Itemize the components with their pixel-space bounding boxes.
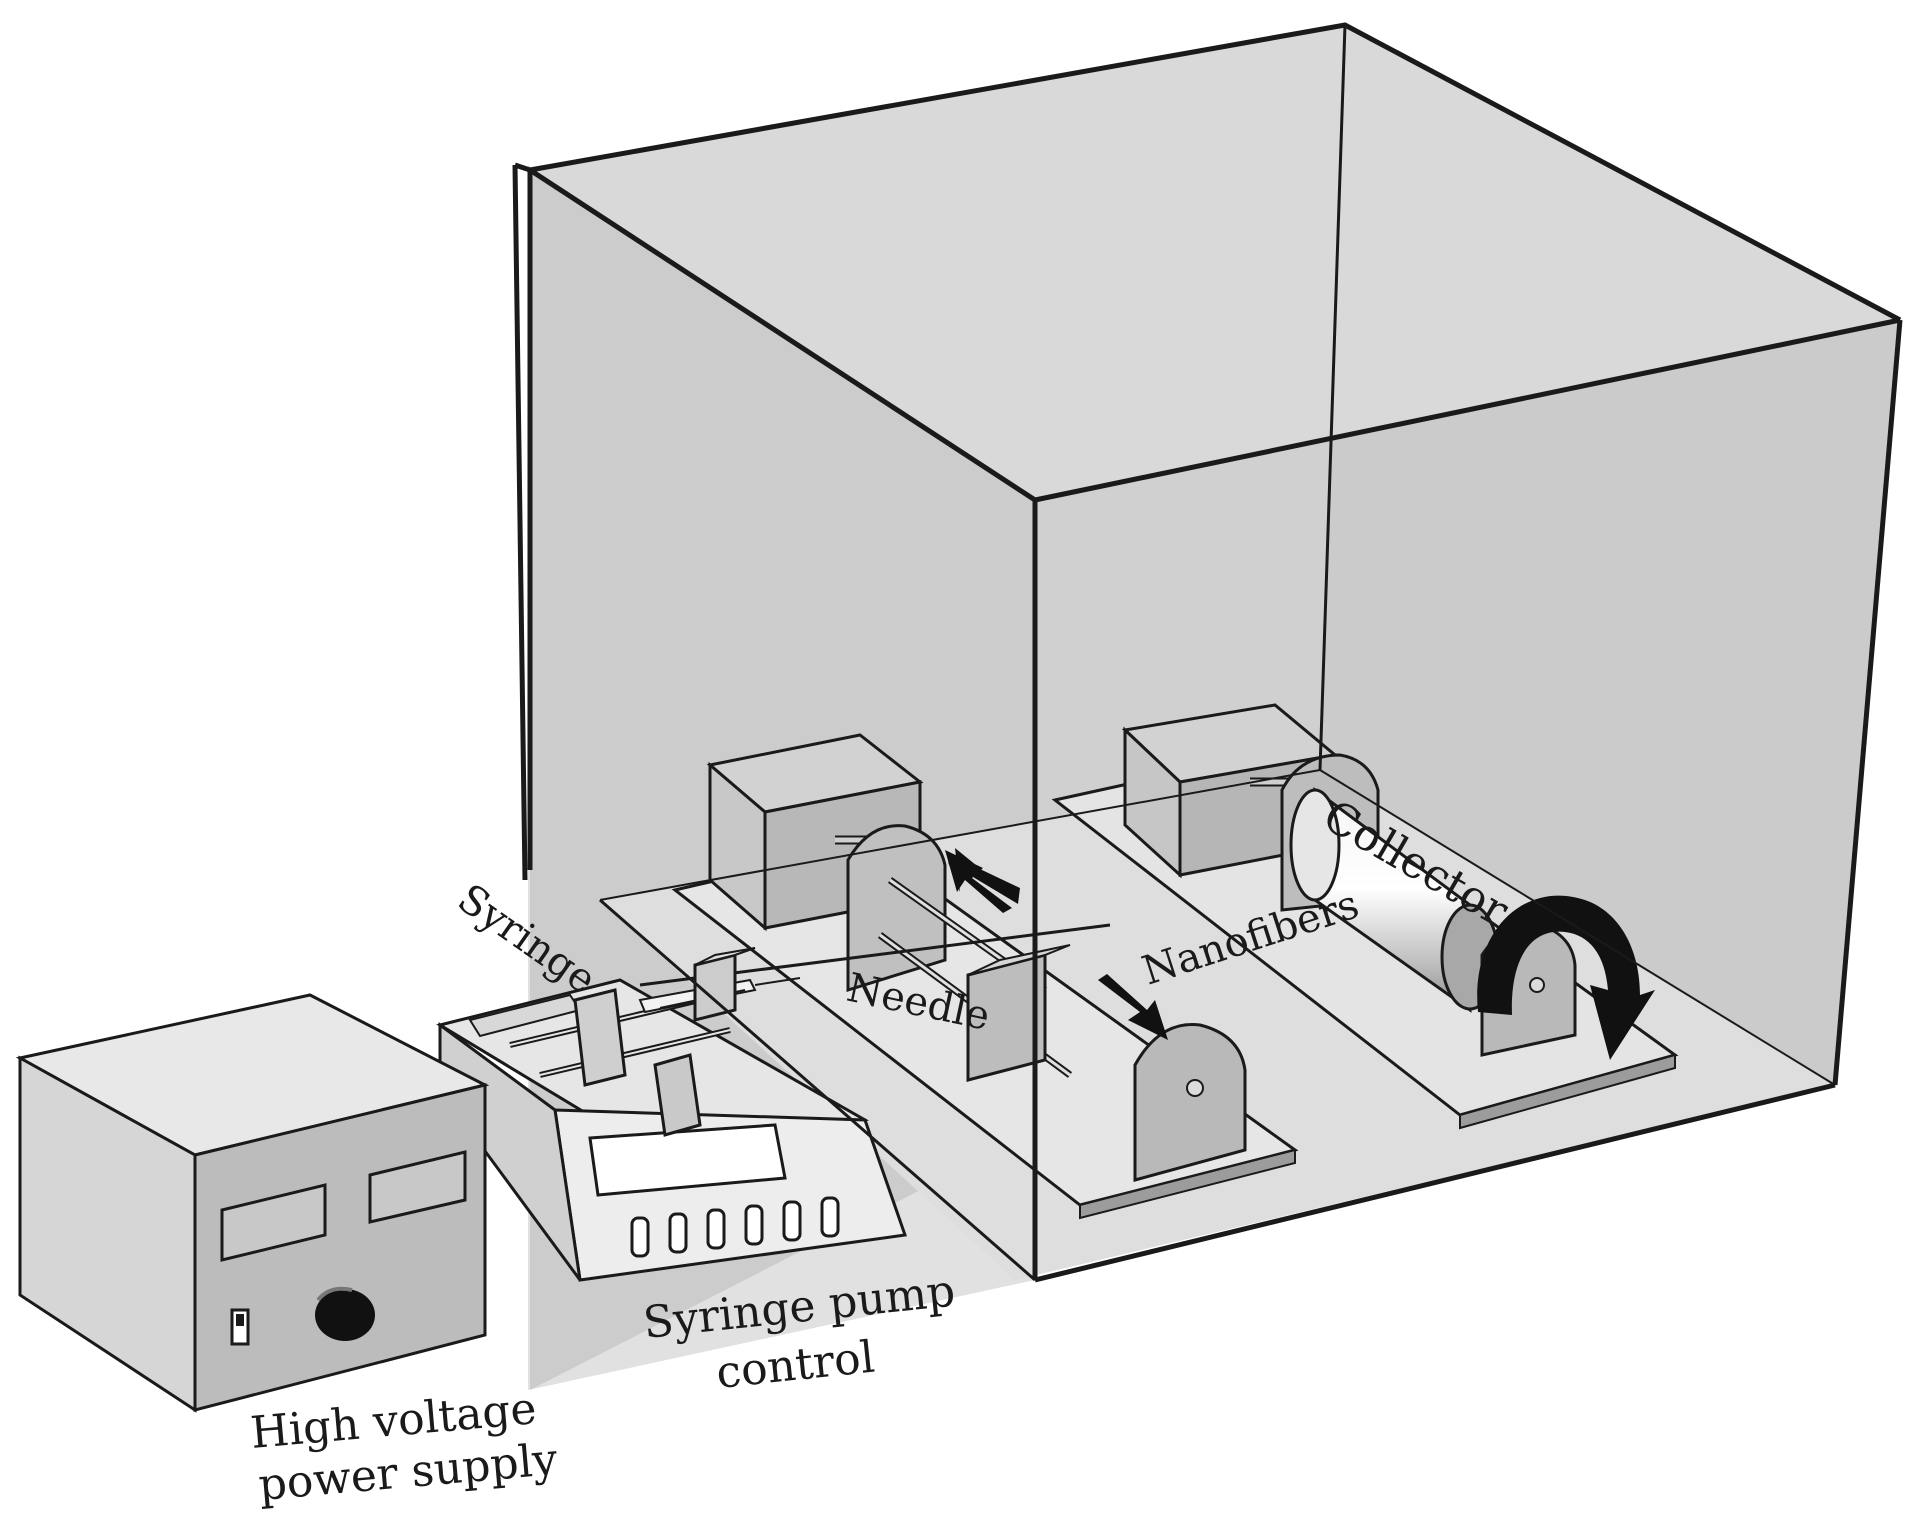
pump-button-3[interactable] xyxy=(706,1208,726,1250)
collector-drum xyxy=(1289,787,1500,1013)
pump-button-6[interactable] xyxy=(820,1196,840,1238)
enclosure-edges xyxy=(512,22,1903,1283)
hv-display-left xyxy=(220,1183,327,1262)
collector-unit xyxy=(1051,703,1679,1130)
pump-display xyxy=(588,1123,787,1197)
arrow-icon-left xyxy=(945,850,1012,913)
high-voltage-power-supply xyxy=(15,993,490,1413)
pump-motor-unit xyxy=(639,733,1299,1220)
hv-display-right xyxy=(368,1150,467,1224)
pump-button-1[interactable] xyxy=(630,1216,650,1258)
pump-pusher-block xyxy=(573,988,627,1087)
pump-button-2[interactable] xyxy=(668,1212,688,1254)
rotation-arrow-icon xyxy=(1477,895,1655,1060)
pump-button-5[interactable] xyxy=(782,1200,802,1242)
pump-buttons xyxy=(630,1196,840,1258)
pump-button-4[interactable] xyxy=(744,1204,764,1246)
arrow-icon-right xyxy=(1098,974,1168,1040)
knob-icon[interactable] xyxy=(315,1289,375,1341)
enclosure-top xyxy=(530,25,1900,500)
pump-end-plate xyxy=(1133,1023,1247,1182)
